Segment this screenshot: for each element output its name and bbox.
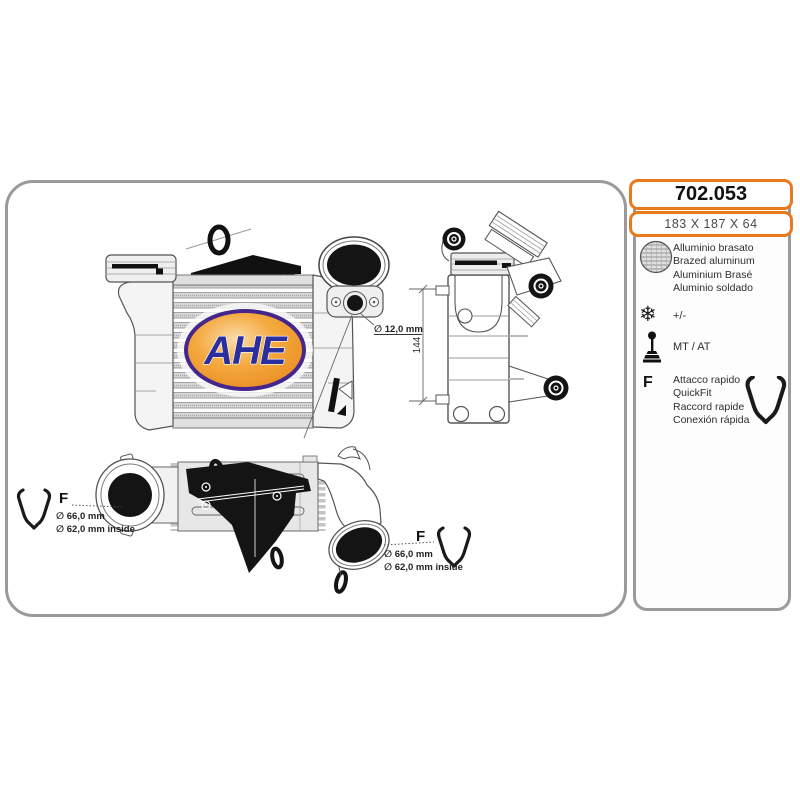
temperature-label: +/-: [673, 310, 687, 322]
fitting-line: QuickFit: [673, 387, 712, 400]
part-size: 183 X 187 X 64: [664, 217, 758, 231]
quickfit-clamp-icon: [16, 488, 52, 530]
outer-diameter-label: ∅ 66,0 mm: [56, 511, 105, 522]
gearshift-icon: [642, 331, 662, 368]
side-body: [447, 274, 510, 424]
snowflake-icon: ❄: [639, 302, 657, 326]
quickfit-clamp-icon: [436, 526, 472, 568]
material-line: Aluminium Brasé: [673, 268, 753, 281]
part-number-box: 702.053: [629, 179, 793, 210]
right-port: [328, 520, 390, 570]
bottom-view: F ∅ 66,0 mm ∅ 62,0 mm inside F ∅ 66,0 mm…: [16, 446, 472, 594]
fitting-line: Attacco rapido: [673, 374, 741, 386]
ahe-logo-text: AHE: [203, 329, 288, 373]
fitting-symbol: F: [59, 490, 68, 507]
material-line: Aluminio soldado: [673, 282, 753, 295]
mounting-bracket: [186, 462, 311, 573]
height-dimension-label: 144: [412, 336, 423, 353]
material-line: Alluminio brasato: [673, 242, 754, 254]
spec-panel: Alluminio brasato Brazed aluminum Alumin…: [633, 183, 791, 611]
front-view: ∅ 12,0 mm AHE: [105, 224, 423, 439]
inner-diameter-label: ∅ 62,0 mm inside: [56, 524, 135, 535]
fitting-line: Conexión rápida: [673, 414, 750, 427]
part-size-box: 183 X 187 X 64: [629, 211, 793, 237]
side-view: 144: [409, 210, 569, 424]
left-tank: [117, 277, 174, 431]
transmission-label: MT / AT: [673, 341, 711, 353]
fitting-symbol: F: [643, 374, 653, 391]
quickfit-clamp-icon: [744, 375, 790, 433]
drawing-panel: ∅ 12,0 mm AHE 144: [5, 180, 627, 617]
ahe-logo: AHE: [177, 303, 313, 397]
part-number: 702.053: [674, 183, 748, 205]
port-diameter-label: ∅ 12,0 mm: [374, 324, 423, 335]
grommet-top: [441, 227, 466, 262]
top-bracket: [191, 255, 301, 277]
grommet-right: [528, 273, 554, 299]
left-fitting-label: F ∅ 66,0 mm ∅ 62,0 mm inside: [16, 488, 135, 535]
outer-diameter-label: ∅ 66,0 mm: [384, 549, 433, 560]
fitting-text: Attacco rapido QuickFit Raccord rapide C…: [673, 374, 749, 428]
material-icon: [639, 240, 673, 279]
material-line: Brazed aluminum: [673, 255, 755, 268]
material-text: Alluminio brasato Brazed aluminum Alumin…: [673, 242, 755, 296]
fitting-symbol: F: [416, 528, 425, 545]
inner-diameter-label: ∅ 62,0 mm inside: [384, 562, 463, 573]
intercooler-drawing: ∅ 12,0 mm AHE 144: [16, 210, 569, 594]
grommet-bottom: [543, 375, 569, 401]
right-fitting-label: F ∅ 66,0 mm ∅ 62,0 mm inside: [383, 526, 472, 573]
fitting-line: Raccord rapide: [673, 400, 745, 413]
left-port: [95, 453, 165, 537]
mount-ring: [207, 224, 231, 256]
